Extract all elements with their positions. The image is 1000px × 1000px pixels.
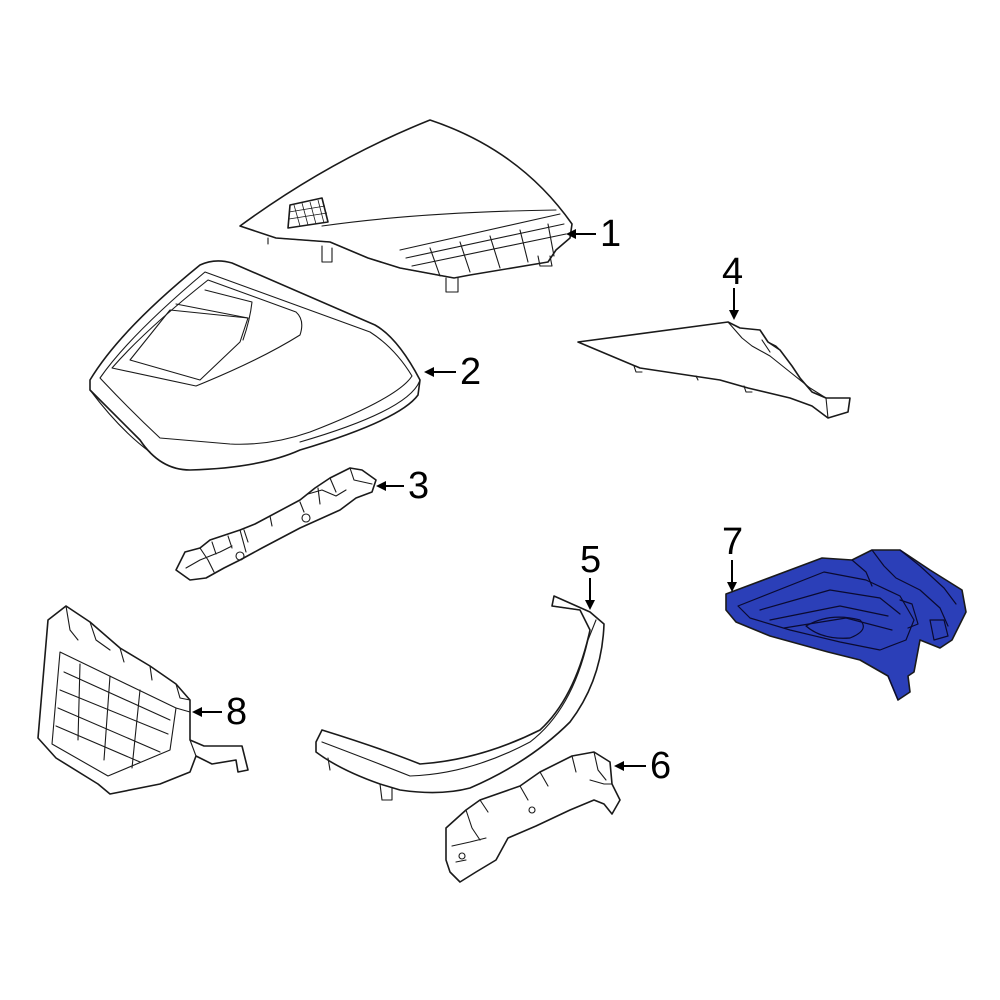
callout-5-number: 5 bbox=[580, 539, 601, 581]
callout-6: 6 bbox=[614, 745, 671, 787]
callout-6-number: 6 bbox=[650, 745, 671, 787]
callout-2-number: 2 bbox=[460, 351, 481, 393]
part-3-support-bracket[interactable] bbox=[175, 467, 377, 581]
callout-1-number: 1 bbox=[600, 213, 621, 255]
callout-5: 5 bbox=[580, 539, 601, 610]
callout-8-number: 8 bbox=[226, 691, 247, 733]
callout-4: 4 bbox=[722, 251, 743, 320]
callout-4-number: 4 bbox=[722, 251, 743, 293]
part-7-air-vent-highlighted[interactable] bbox=[725, 549, 967, 701]
speaker-grille-icon bbox=[287, 197, 329, 229]
part-5-curved-trim-strip[interactable] bbox=[315, 595, 605, 801]
callout-8: 8 bbox=[192, 691, 247, 733]
callout-3: 3 bbox=[376, 465, 429, 507]
part-1-dash-top-cover[interactable] bbox=[239, 119, 573, 293]
part-6-lower-bracket[interactable] bbox=[445, 751, 621, 883]
callout-2: 2 bbox=[424, 351, 481, 393]
callout-1: 1 bbox=[566, 213, 621, 255]
part-2-cluster-hood[interactable] bbox=[89, 260, 421, 471]
callout-7: 7 bbox=[722, 521, 743, 592]
part-8-center-panel[interactable] bbox=[37, 605, 249, 795]
part-4-side-trim-panel[interactable] bbox=[577, 321, 851, 419]
callout-3-number: 3 bbox=[408, 465, 429, 507]
callout-7-number: 7 bbox=[722, 521, 743, 563]
